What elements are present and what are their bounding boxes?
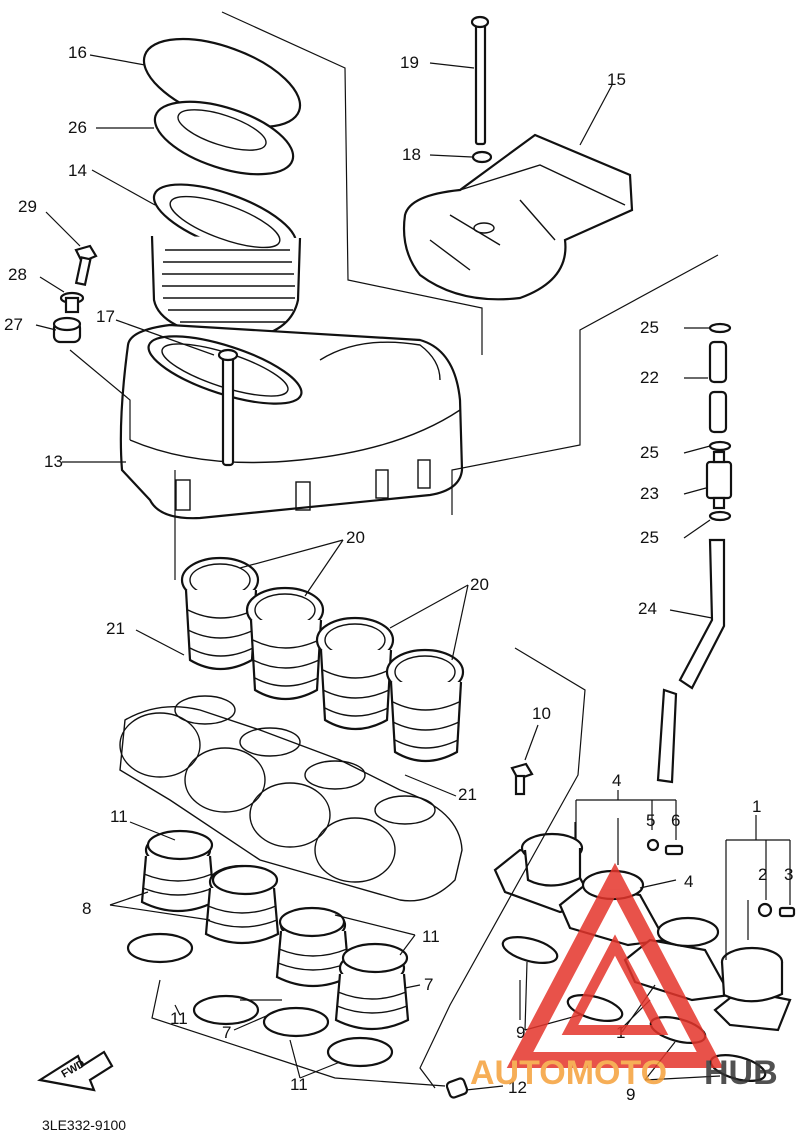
grommet-27 bbox=[52, 316, 82, 344]
callout-21b: 21 bbox=[458, 785, 477, 804]
callout-13: 13 bbox=[44, 452, 63, 471]
callout-3: 3 bbox=[784, 865, 793, 884]
breather-hose-24 bbox=[656, 538, 726, 784]
callout-11a: 11 bbox=[110, 807, 128, 826]
callout-1a: 1 bbox=[752, 797, 761, 816]
callout-2: 2 bbox=[758, 865, 767, 884]
callout-20a: 20 bbox=[346, 528, 365, 547]
callout-16: 16 bbox=[68, 43, 87, 62]
carburetor-assembly bbox=[119, 695, 463, 902]
callout-10: 10 bbox=[532, 704, 551, 723]
bolt-29 bbox=[74, 244, 98, 287]
callout-15: 15 bbox=[607, 70, 626, 89]
callout-23: 23 bbox=[640, 484, 659, 503]
bolt-19 bbox=[470, 15, 490, 146]
bolts-5-6-2-3 bbox=[646, 838, 796, 918]
assembly-lines bbox=[69, 11, 749, 1089]
callout-24: 24 bbox=[638, 599, 657, 618]
breather-filter-23 bbox=[705, 450, 733, 510]
callout-17: 17 bbox=[96, 307, 115, 326]
washer-18 bbox=[471, 150, 493, 164]
callout-6: 6 bbox=[671, 811, 680, 830]
callout-9a: 9 bbox=[516, 1023, 525, 1042]
callout-11c: 11 bbox=[170, 1009, 188, 1028]
watermark-text-colored: AUTOMOTO bbox=[470, 1054, 667, 1092]
clamp-11 bbox=[126, 829, 409, 1068]
collar-28 bbox=[59, 291, 85, 314]
clip-25 bbox=[708, 322, 732, 522]
callout-14: 14 bbox=[68, 161, 87, 180]
watermark-text-dark: HUB bbox=[704, 1054, 778, 1092]
callout-18: 18 bbox=[402, 145, 421, 164]
callout-labels: 16 26 14 29 28 27 17 13 19 18 15 20 20 2… bbox=[4, 43, 793, 1104]
automotohub-logo: AUTOMOTO HUB bbox=[470, 862, 778, 1092]
intake-duct-15 bbox=[402, 133, 634, 301]
callout-25b: 25 bbox=[640, 443, 659, 462]
callout-11b: 11 bbox=[422, 927, 440, 946]
carburetor-joint-20 bbox=[180, 556, 465, 762]
callout-26: 26 bbox=[68, 118, 87, 137]
callout-11d: 11 bbox=[290, 1075, 308, 1094]
fwd-arrow-icon: FWD bbox=[37, 1050, 114, 1092]
leader-lines bbox=[35, 54, 791, 1091]
callout-27: 27 bbox=[4, 315, 23, 334]
callout-20b: 20 bbox=[470, 575, 489, 594]
callout-21a: 21 bbox=[106, 619, 125, 638]
bolt-10 bbox=[510, 762, 534, 796]
callout-5: 5 bbox=[646, 811, 655, 830]
callout-25c: 25 bbox=[640, 528, 659, 547]
callout-4b: 4 bbox=[684, 872, 693, 891]
callout-4a: 4 bbox=[612, 771, 621, 790]
bolt-17 bbox=[217, 348, 239, 467]
callout-28: 28 bbox=[8, 265, 27, 284]
air-filter-element-14 bbox=[150, 183, 302, 342]
callout-7a: 7 bbox=[424, 975, 433, 994]
manifold-4 bbox=[493, 832, 667, 947]
callout-19: 19 bbox=[400, 53, 419, 72]
cap-12 bbox=[445, 1077, 469, 1099]
callout-29: 29 bbox=[18, 197, 37, 216]
filter-cover-seal-26 bbox=[153, 100, 295, 176]
hose-22 bbox=[708, 340, 728, 434]
air-cleaner-case-13 bbox=[119, 323, 464, 520]
callout-22: 22 bbox=[640, 368, 659, 387]
callout-25a: 25 bbox=[640, 318, 659, 337]
callout-12: 12 bbox=[508, 1078, 527, 1097]
callout-9b: 9 bbox=[626, 1085, 635, 1104]
callout-8: 8 bbox=[82, 899, 91, 918]
drawing-code: 3LE332-9100 bbox=[42, 1117, 126, 1133]
callout-7b: 7 bbox=[222, 1023, 231, 1042]
